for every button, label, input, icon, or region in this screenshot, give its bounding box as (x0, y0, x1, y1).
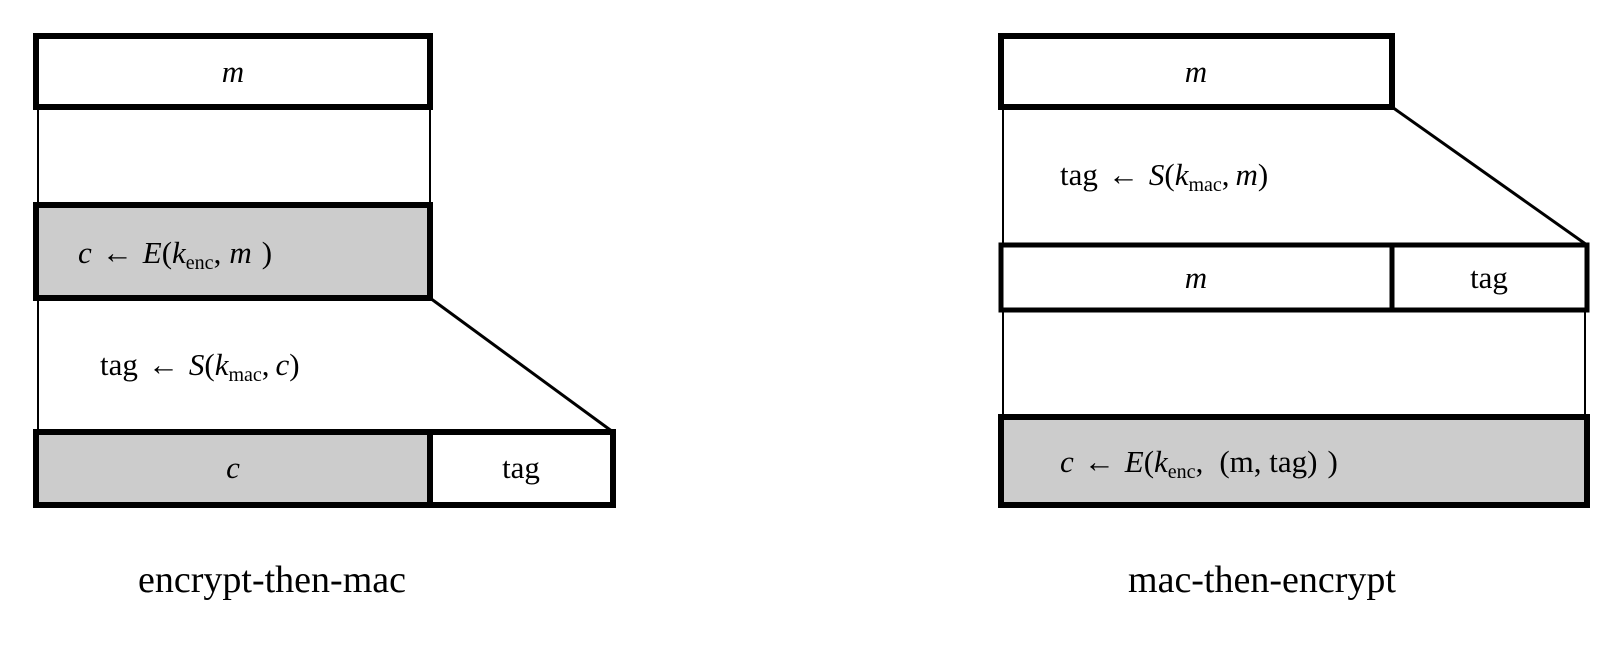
right-row-message-box (998, 33, 1395, 110)
right-enc-comma: , (1196, 444, 1204, 479)
left-mac-annotation: tag ← S(kmac,c) (100, 347, 300, 386)
left-enc-func: E (142, 235, 162, 270)
right-enc-key: k (1154, 444, 1169, 479)
left-enc-rparen: ) (262, 235, 272, 270)
svg-text:tag←S(kmac,m): tag ← S(kmac,m) (1060, 157, 1268, 196)
svg-text:c←E(kenc,m): c ← E(kenc,m) (78, 235, 272, 274)
left-mac-arrow-glyph: ← (148, 347, 179, 382)
right-mac-key: k (1175, 157, 1190, 192)
right-mac-key-subscript: mac (1188, 174, 1221, 196)
right-mac-comma: , (1222, 157, 1230, 192)
left-mac-comma: , (262, 347, 270, 382)
left-mac-func: S (189, 347, 205, 382)
left-row-message-box (33, 33, 433, 110)
right-mtag-tag-label: tag (1470, 260, 1508, 295)
left-message-label: m (222, 54, 244, 89)
right-enc-func: E (1124, 444, 1144, 479)
right-mac-arrow-glyph: ← (1108, 157, 1139, 192)
svg-text:c←E(kenc,(m, tag)): c ← E(kenc, (m, tag)) (1060, 444, 1338, 483)
right-mac-arg: m (1236, 157, 1258, 192)
right-message-label: m (1185, 54, 1207, 89)
left-output-c-cell (33, 429, 433, 508)
left-encrypt-formula: c ← E(kenc,m) (78, 235, 272, 274)
right-enc-key-subscript: enc (1168, 461, 1196, 483)
left-mac-key: k (215, 347, 230, 382)
right-diagram-group: m tag←S(kmac,m) m tag c←E(kenc,(m, tag))… (998, 33, 1590, 601)
right-mac-lparen: ( (1164, 157, 1174, 192)
left-mac-result: tag (100, 347, 138, 382)
right-mtag-m-label: m (1185, 260, 1207, 295)
left-enc-lparen: ( (162, 235, 172, 270)
right-diagram-caption: mac-then-encrypt (1128, 559, 1396, 601)
right-diagonal-connector (1391, 105, 1588, 247)
right-mtag-m-cell (998, 242, 1395, 313)
left-enc-result: c (78, 235, 92, 270)
left-output-tag-label: tag (502, 450, 540, 485)
left-enc-comma: , (214, 235, 222, 270)
left-output-c-label: c (226, 450, 240, 485)
left-mac-lparen: ( (204, 347, 214, 382)
left-mac-key-subscript: mac (228, 364, 261, 386)
right-enc-rparen: ) (1327, 444, 1337, 479)
right-enc-lparen: ( (1144, 444, 1154, 479)
left-enc-arrow-glyph: ← (102, 235, 133, 270)
right-mac-rparen: ) (1258, 157, 1268, 192)
left-enc-key-subscript: enc (186, 252, 214, 274)
left-mac-arg: c (276, 347, 290, 382)
right-mac-annotation: tag ← S(kmac,m) (1060, 157, 1268, 196)
left-row-encrypt-box (33, 202, 433, 301)
right-mac-func: S (1149, 157, 1165, 192)
left-diagram-group: m tag←S(kmac,c) c←E(kenc,m) c tag encryp… (33, 33, 616, 601)
right-enc-result: c (1060, 444, 1074, 479)
left-output-tag-cell (427, 429, 616, 508)
left-enc-key: k (172, 235, 187, 270)
right-row-encrypt-box (998, 414, 1590, 508)
right-encrypt-formula: c ← E(kenc, (m, tag)) (1060, 444, 1338, 483)
svg-text:tag←S(kmac,c): tag ← S(kmac,c) (100, 347, 300, 386)
left-mac-rparen: ) (289, 347, 299, 382)
left-diagram-caption: encrypt-then-mac (138, 559, 406, 601)
left-diagonal-connector (429, 296, 614, 434)
right-enc-arg: (m, tag) (1219, 444, 1317, 479)
right-enc-arrow-glyph: ← (1084, 444, 1115, 479)
right-mtag-tag-cell (1389, 242, 1590, 313)
left-enc-arg: m (229, 235, 251, 270)
right-mac-result: tag (1060, 157, 1098, 192)
